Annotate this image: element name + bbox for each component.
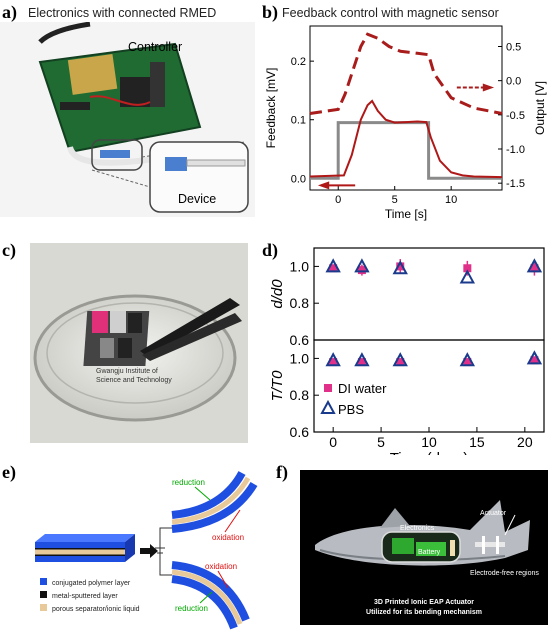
chart-d-top-frame: [313, 247, 545, 341]
chart-d-bottom-point-pbs: [459, 352, 476, 367]
panel-a-photo: [0, 22, 255, 217]
chart-d-bottom-point-pbs: [526, 350, 543, 365]
bent-actuator-top: [171, 470, 258, 533]
transform-arrow: [140, 544, 158, 558]
chart-d-bottom-point-pbs: [392, 352, 408, 367]
chart-d-bottom-point-diwater: [329, 358, 338, 367]
layer-legend: conjugated polymer layer metal-sputtered…: [40, 578, 140, 613]
flat-actuator: [35, 534, 135, 562]
panel-b-title: Feedback control with magnetic sensor: [282, 6, 499, 20]
chart-d-legend-diwater-label: DI water: [338, 381, 387, 396]
chart-d-top-point-diwater: [396, 262, 405, 271]
chart-b-xtick-label: 0: [335, 194, 341, 206]
chart-d-bottom-point-diwater: [396, 358, 405, 367]
panel-c-label: c): [2, 240, 16, 260]
legend-item-3: porous separator/ionic liquid: [52, 606, 140, 613]
chart-d-bottom-ytick-label: 0.8: [290, 387, 310, 403]
legend-item-2: metal-sputtered layer: [52, 593, 118, 600]
chart-b-left-arrowhead: [317, 181, 330, 190]
chart-b-xtick-label: 10: [445, 194, 457, 206]
chart-b-ylabel: Feedback [mV]: [264, 68, 278, 149]
chart-stability: 0.60.81.0d/d00.60.81.0T/T005101520Time (…: [269, 247, 545, 455]
chart-d-legend-diwater-marker: [324, 384, 332, 392]
chart-d-bottom-point-diwater: [357, 358, 366, 367]
chart-d-top-ytick-label: 0.8: [290, 295, 310, 311]
photo-text-1: Gwangju Institute of: [96, 368, 158, 375]
panel-d-label: d): [262, 240, 279, 260]
chart-d-xtick-label: 20: [517, 434, 533, 450]
chart-d-top-point-diwater: [530, 264, 539, 273]
chart-b-series-setpoint: [310, 121, 502, 180]
chart-d-bottom-point-pbs: [354, 352, 370, 367]
oxidation-bottom-label: oxidation: [205, 562, 237, 571]
chart-d-top-point-pbs: [526, 258, 543, 273]
chart-d-top-ytick-label: 1.0: [290, 258, 310, 274]
electrode-free-label: Electrode-free regions: [470, 570, 539, 577]
panel-a-label: a): [2, 2, 17, 22]
reduction-bottom-label: reduction: [175, 604, 208, 613]
chart-d-top-point-pbs: [354, 258, 370, 273]
chart-d-bottom-ytick-label: 0.6: [290, 424, 310, 440]
chart-b-ytick-label: 0.0: [291, 173, 306, 185]
chart-d-xtick-label: 5: [377, 434, 385, 450]
battery-label: Battery: [418, 549, 441, 556]
chart-d-top-ylabel: d/d0: [269, 279, 286, 309]
panel-e-diagram: reduction oxidation oxidation reduction …: [35, 470, 258, 630]
chart-d-top-ytick-label: 0.6: [290, 332, 310, 348]
chart-d-top-point-pbs: [325, 258, 341, 273]
bent-actuator-bottom: [171, 561, 250, 630]
actuator-label: Actuator: [480, 510, 507, 517]
legend-item-1: conjugated polymer layer: [52, 580, 131, 587]
chart-b-xlabel: Time [s]: [385, 207, 427, 221]
chart-b-xtick-label: 5: [392, 194, 398, 206]
chart-d-bottom-ytick-label: 1.0: [290, 350, 310, 366]
panel-b-label: b): [262, 2, 279, 22]
caption-line-1: 3D Printed Ionic EAP Actuator: [374, 599, 474, 606]
chart-d-xlabel: Time (days): [390, 450, 469, 455]
electronics-label: Electronics: [400, 525, 435, 532]
chart-d-xtick-label: 10: [421, 434, 437, 450]
panel-a-title: Electronics with connected RMED: [28, 6, 217, 20]
controller-label: Controller: [128, 40, 183, 54]
chart-d-bottom-point-diwater: [530, 356, 539, 365]
device-label: Device: [178, 192, 217, 206]
chart-b-y2tick-label: 0.0: [506, 76, 521, 88]
tweezer: [140, 298, 240, 357]
chart-b-y2tick-label: -1.5: [506, 178, 525, 190]
chart-b-right-arrowhead: [482, 83, 495, 92]
photo-text-2: Science and Technology: [96, 377, 172, 384]
chart-d-bottom-ylabel: T/T0: [269, 370, 286, 401]
chart-d-top-point-pbs: [459, 269, 476, 284]
chart-b-frame: [309, 25, 503, 191]
panel-f-illustration: Electronics Battery Actuator Electrode-f…: [300, 470, 548, 625]
chart-b-series-output: [309, 32, 503, 115]
chart-d-bottom-point-diwater: [463, 358, 472, 367]
chart-b-ytick-label: 0.1: [291, 115, 306, 127]
oxidation-top-label: oxidation: [212, 533, 244, 542]
reduction-top-label: reduction: [172, 478, 205, 487]
chart-d-legend-pbs-marker: [320, 399, 336, 414]
chart-d-legend-pbs-label: PBS: [338, 402, 364, 417]
panel-f-label: f): [276, 462, 288, 482]
chart-d-xtick-label: 15: [469, 434, 485, 450]
caption-line-2: Utilized for its bending mechanism: [366, 609, 482, 616]
chart-d-xtick-label: 0: [329, 434, 337, 450]
chart-d-top-point-pbs: [392, 260, 408, 275]
chart-b-y2tick-label: 0.5: [506, 42, 521, 54]
chart-d-bottom-point-pbs: [325, 352, 341, 367]
panel-c-photo: Gwangju Institute of Science and Technol…: [30, 243, 248, 443]
chart-b-y2tick-label: -1.0: [506, 144, 525, 156]
chart-b-ytick-label: 0.2: [291, 56, 306, 68]
chart-d-top-point-diwater: [463, 264, 472, 273]
chart-d-top-point-diwater: [329, 264, 338, 273]
chart-b-y2label: Output [V]: [533, 81, 547, 135]
chart-b-series-feedback: [309, 99, 503, 179]
panel-e-label: e): [2, 462, 16, 482]
chart-b-y2tick-label: -0.5: [506, 110, 525, 122]
chart-d-top-point-diwater: [357, 266, 366, 275]
